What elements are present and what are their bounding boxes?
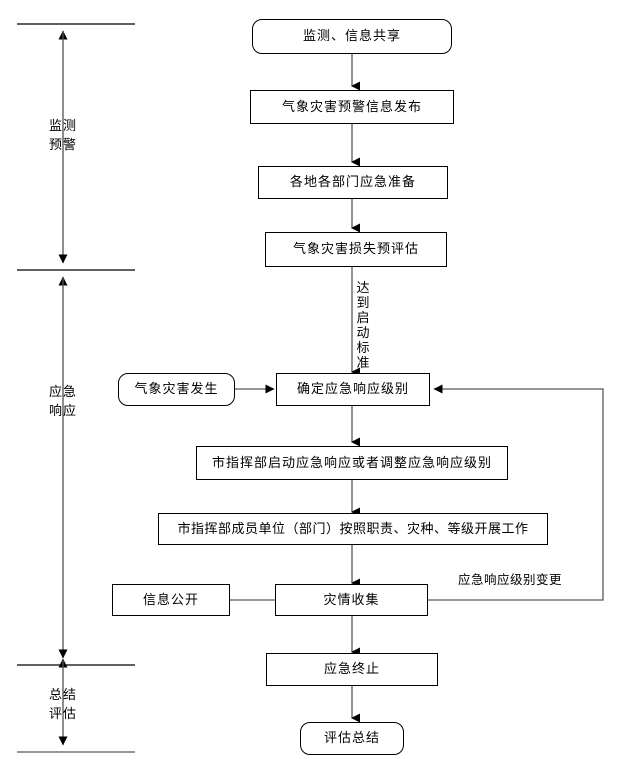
node-emergency-end[interactable]: 应急终止 [266,653,438,686]
node-disaster-collect-label: 灾情收集 [323,592,380,608]
node-determine-level-label: 确定应急响应级别 [296,382,409,397]
node-city-activate[interactable]: 市指挥部启动应急响应或者调整应急响应级别 [196,446,508,480]
edge-label-activation-c6: 准 [356,356,370,371]
phase-label-response-line1: 应急 [48,385,77,400]
side-connectors [230,384,604,601]
edge-label-activation-c3: 启 [356,311,370,326]
edge-label-activation: 达 到 启 动 标 准 [356,281,370,371]
edge-label-activation-c2: 到 [356,296,370,311]
phase-label-monitoring: 监测 预警 [28,117,98,155]
node-loss-assess[interactable]: 气象灾害损失预评估 [265,232,447,267]
node-disaster-collect[interactable]: 灾情收集 [275,584,428,616]
edge-label-level-change-text: 应急响应级别变更 [458,572,563,587]
edge-label-activation-c1: 达 [356,281,370,296]
node-warning-release-label: 气象灾害预警信息发布 [281,99,422,115]
phase-label-response: 应急 响应 [28,383,98,421]
node-info-public-label: 信息公开 [142,592,199,608]
node-city-activate-label: 市指挥部启动应急响应或者调整应急响应级别 [211,455,492,471]
phase-label-monitoring-line1: 监测 [48,119,77,134]
node-member-units-label: 市指挥部成员单位（部门）按照职责、灾种、等级开展工作 [177,521,529,537]
node-eval-summary-label: 评估总结 [323,731,380,746]
edge-label-activation-c5: 标 [356,341,370,356]
node-eval-summary[interactable]: 评估总结 [300,722,404,755]
phase-label-summary-line1: 总结 [48,688,77,703]
node-info-public[interactable]: 信息公开 [112,584,230,616]
node-disaster-occur[interactable]: 气象灾害发生 [118,373,235,406]
node-dept-prepare-label: 各地各部门应急准备 [289,175,416,190]
node-monitor-share-label: 监测、信息共享 [302,29,401,44]
node-member-units[interactable]: 市指挥部成员单位（部门）按照职责、灾种、等级开展工作 [158,513,548,545]
node-dept-prepare[interactable]: 各地各部门应急准备 [258,166,448,199]
node-determine-level[interactable]: 确定应急响应级别 [276,373,430,406]
edge-label-activation-c4: 动 [356,326,370,341]
phase-label-summary: 总结 评估 [28,686,98,724]
node-warning-release[interactable]: 气象灾害预警信息发布 [250,90,454,124]
edge-label-level-change: 应急响应级别变更 [458,572,563,587]
phase-label-monitoring-line2: 预警 [48,138,77,153]
node-loss-assess-label: 气象灾害损失预评估 [292,242,419,257]
phase-label-summary-line2: 评估 [48,707,77,722]
node-monitor-share[interactable]: 监测、信息共享 [252,19,452,54]
node-disaster-occur-label: 气象灾害发生 [134,382,219,397]
node-emergency-end-label: 应急终止 [323,662,380,677]
phase-label-response-line2: 响应 [48,404,77,419]
